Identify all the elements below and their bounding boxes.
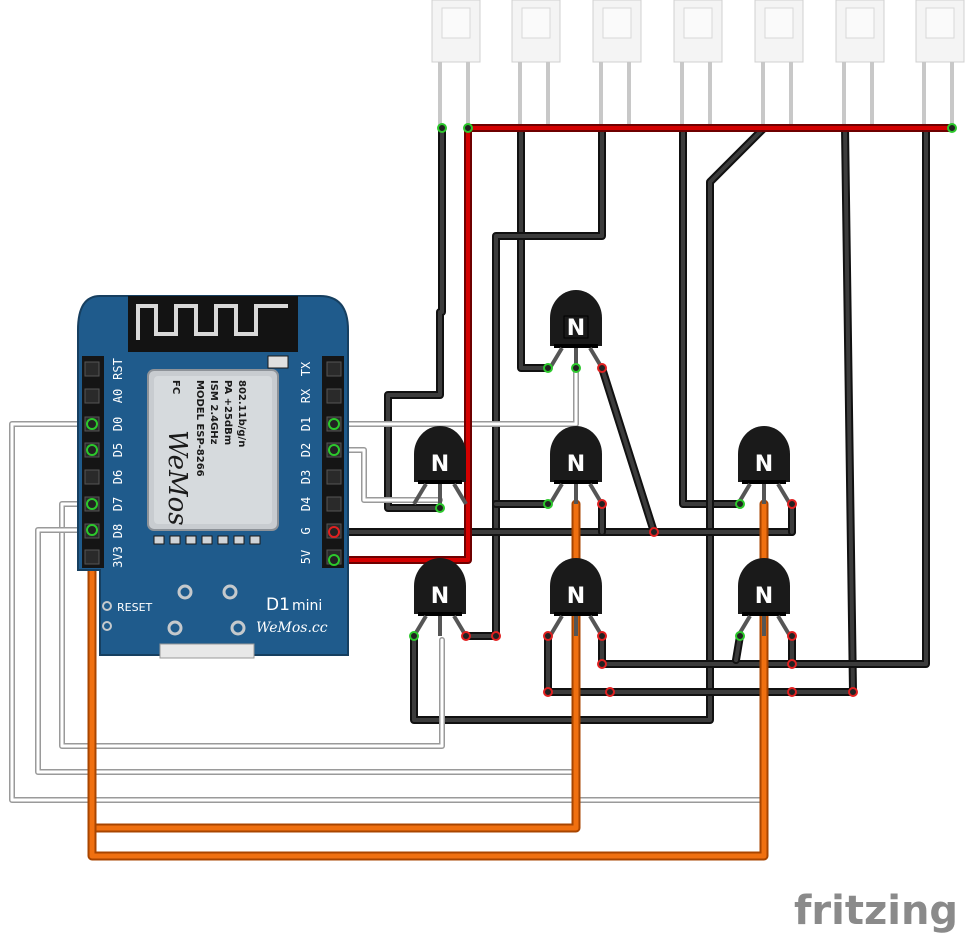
pin-label-d5: D5 [111, 443, 125, 457]
pin-label-d1: D1 [299, 417, 313, 431]
orange-wires [87, 445, 769, 861]
mounting-hole [222, 584, 238, 600]
ir-sensor[interactable] [835, 0, 885, 128]
ir-sensor[interactable] [431, 0, 481, 128]
right-pin-labels: TX RX D1 D2 D3 D4 G 5V [299, 361, 313, 564]
transistor-mark: N [755, 584, 773, 609]
pin-label-d8: D8 [111, 524, 125, 538]
pin-label-d2: D2 [299, 443, 313, 457]
fritzing-watermark: fritzing [794, 888, 958, 934]
model-sub: mini [292, 598, 322, 614]
module-shield [154, 376, 272, 524]
black-wire[interactable] [598, 364, 658, 536]
status-led [267, 355, 289, 369]
chip-model: MODEL ESP-8266 [194, 380, 205, 477]
ir-sensor-row [431, 0, 965, 128]
npn-transistor[interactable]: N [548, 558, 604, 638]
usb-connector [159, 643, 255, 659]
transistor-mark: N [755, 452, 773, 477]
pin-label-g: G [299, 527, 313, 534]
ir-sensor[interactable] [511, 0, 561, 128]
pin-label-d0: D0 [111, 417, 125, 431]
white-wire[interactable] [59, 501, 445, 749]
transistor-mark: N [431, 452, 449, 477]
model-main: D1 [266, 595, 290, 615]
chip-pa: PA +25dBm [222, 380, 233, 445]
connection-points [86, 123, 957, 697]
transistor-mark: N [567, 316, 585, 341]
black-wire[interactable] [517, 124, 552, 372]
npn-transistor[interactable]: N [412, 426, 468, 506]
npn-transistor[interactable]: N [736, 426, 792, 506]
reset-pad [102, 621, 112, 631]
mounting-hole [167, 620, 183, 636]
black-wire[interactable] [384, 124, 446, 512]
pin-label-d7: D7 [111, 497, 125, 511]
transistor-mark: N [567, 584, 585, 609]
black-wire[interactable] [679, 124, 744, 508]
black-wire[interactable] [462, 124, 606, 640]
right-pin-header [322, 356, 344, 568]
transistors: N N N N [412, 290, 792, 638]
left-pin-header [82, 356, 104, 568]
wemos-d1-mini-board[interactable]: FC MODEL ESP-8266 ISM 2.4GHz PA +25dBm 8… [77, 295, 349, 659]
pin-label-d4: D4 [299, 497, 313, 511]
pin-label-tx: TX [299, 361, 313, 376]
fc-mark: FC [170, 380, 181, 394]
ir-sensor[interactable] [673, 0, 723, 128]
transistor-mark: N [567, 452, 585, 477]
pin-label-d6: D6 [111, 470, 125, 484]
chip-wifi: 802.11b/g/n [236, 380, 247, 447]
pin-label-a0: A0 [111, 389, 125, 403]
antenna-trace [136, 304, 288, 340]
npn-transistor[interactable]: N [412, 558, 468, 638]
ir-sensor[interactable] [754, 0, 804, 128]
mounting-hole [177, 584, 193, 600]
pin-label-rx: RX [299, 388, 313, 403]
red-power-wire[interactable] [330, 124, 472, 564]
pin-label-rst: RST [111, 358, 125, 380]
white-wire[interactable] [331, 367, 579, 427]
transistor-mark: N [431, 584, 449, 609]
module-markings: FC MODEL ESP-8266 ISM 2.4GHz PA +25dBm 8… [162, 380, 247, 526]
reset-pad [102, 601, 112, 611]
pin-label-5v: 5V [299, 550, 313, 564]
chip-ism: ISM 2.4GHz [208, 380, 219, 445]
chip-brand: WeMos [162, 430, 192, 526]
pin-label-3v3: 3V3 [111, 546, 125, 568]
red-wires [330, 124, 956, 564]
ir-sensor[interactable] [915, 0, 965, 128]
pin-label-d3: D3 [299, 470, 313, 484]
left-pin-labels: RST A0 D0 D5 D6 D7 D8 3V3 [111, 358, 125, 568]
ir-sensor[interactable] [592, 0, 642, 128]
npn-transistor[interactable]: N [548, 290, 604, 370]
black-wire[interactable] [410, 124, 768, 724]
orange-wire[interactable] [87, 445, 769, 861]
mounting-hole [230, 620, 246, 636]
website-label: WeMos.cc [256, 620, 328, 636]
module-pads [153, 535, 261, 545]
npn-transistor[interactable]: N [736, 558, 792, 638]
npn-transistor[interactable]: N [548, 426, 604, 506]
reset-label: RESET [117, 601, 153, 614]
